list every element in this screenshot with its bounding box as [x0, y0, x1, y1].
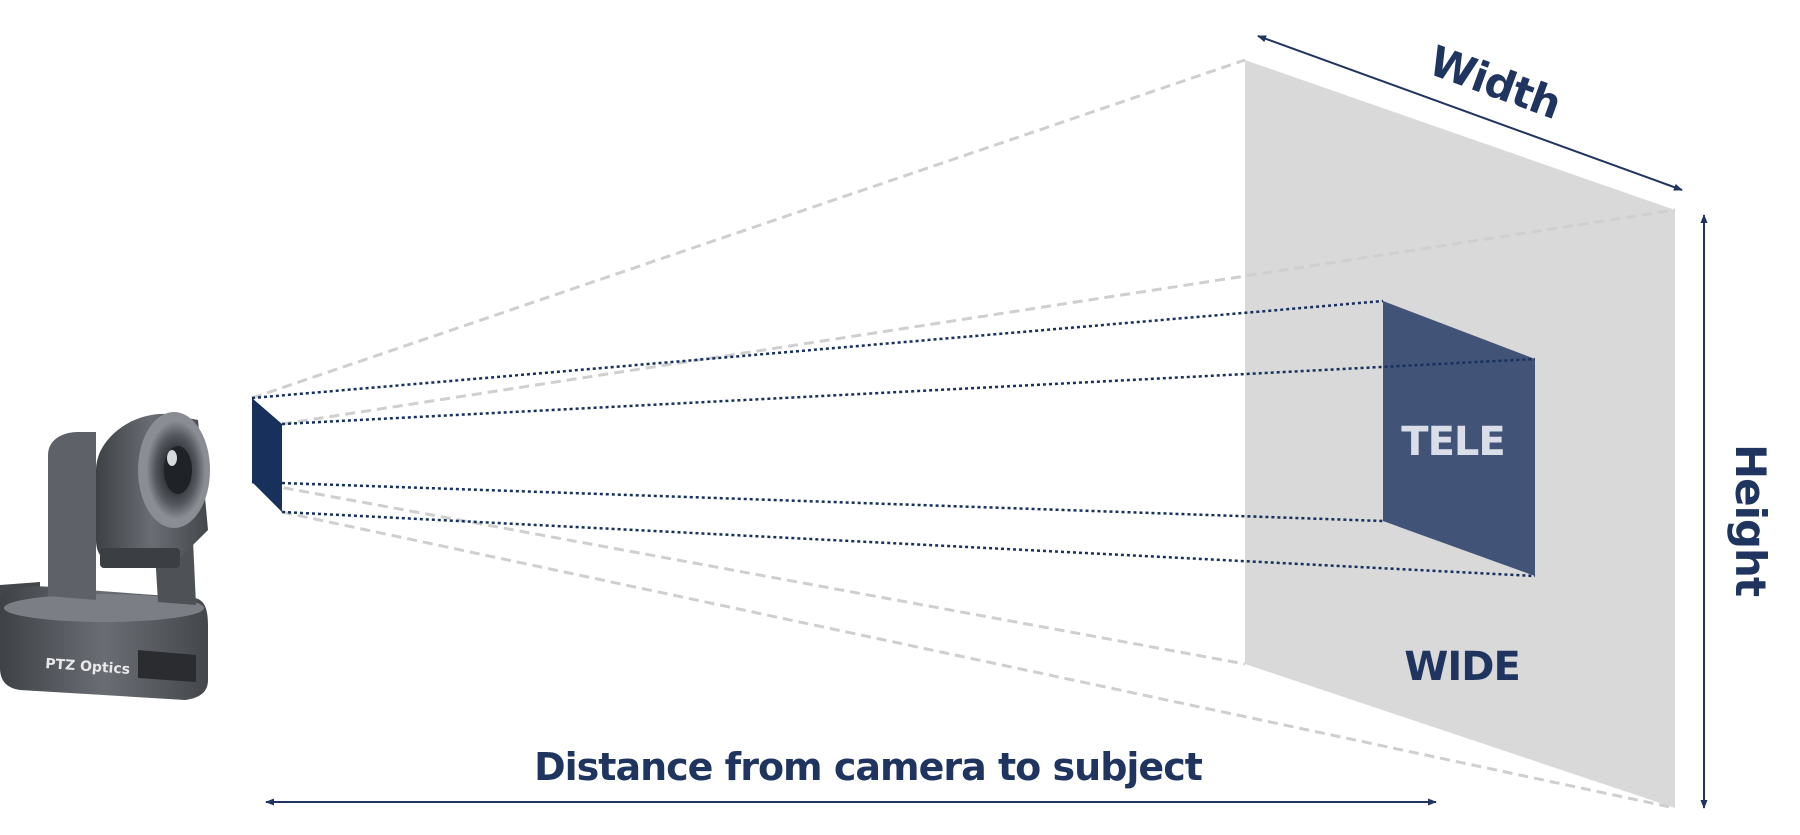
distance-label: Distance from camera to subject: [534, 745, 1203, 789]
tele-plane: [1383, 301, 1535, 576]
wide-label: WIDE: [1404, 644, 1520, 690]
camera-sensor: [252, 398, 282, 512]
width-arrow: [1257, 35, 1683, 191]
tele-cone-edges: [251, 299, 1536, 578]
camera-brand-label: PTZ Optics: [45, 656, 131, 678]
width-label: Width: [1423, 36, 1567, 128]
height-label: Height: [1726, 444, 1775, 597]
tele-label: TELE: [1401, 419, 1504, 465]
ptz-camera-icon: PTZ Optics: [0, 412, 210, 700]
wide-cone-edges: [251, 58, 1676, 810]
